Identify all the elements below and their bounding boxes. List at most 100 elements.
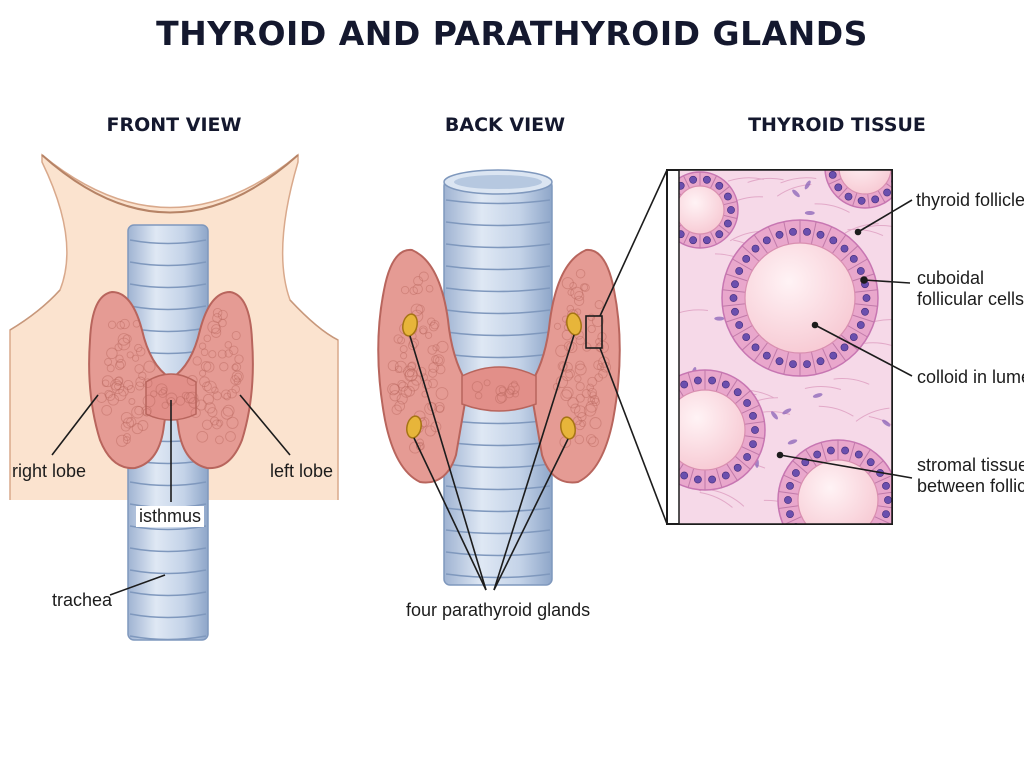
follicular-cell-nucleus [882, 510, 890, 518]
trachea-ring [129, 261, 207, 267]
follicular-cell-nucleus [862, 294, 871, 302]
gland-lobule [199, 376, 210, 388]
gland-lobule [222, 404, 235, 417]
stromal-cell [812, 393, 823, 398]
cell-border [709, 231, 717, 245]
gland-lobule [216, 419, 224, 427]
gland-lobule [158, 389, 168, 398]
gland-lobule [427, 345, 437, 355]
front-leader-lines [51, 394, 291, 596]
follicular-cell-nucleus [653, 441, 660, 448]
cell-border [683, 231, 691, 245]
gland-lobule [107, 394, 120, 406]
follicular-cell-nucleus [789, 360, 797, 368]
gland-lobule [567, 397, 579, 409]
gland-lobule [387, 382, 400, 396]
gland-lobule [212, 307, 223, 318]
gland-lobule [593, 360, 603, 370]
gland-lobule [434, 401, 445, 413]
stromal-cell [782, 408, 792, 415]
gland-lobule [407, 361, 417, 371]
gland-lobule [504, 388, 515, 399]
parathyroid-gland-upper-right [402, 313, 418, 337]
cell-border [886, 145, 897, 153]
front-left-lobe [170, 290, 254, 470]
trachea-ring [129, 569, 207, 575]
follicular-cell-nucleus [703, 236, 711, 245]
gland-lobule [101, 375, 114, 388]
gland-lobule [211, 386, 219, 394]
gland-lobule [397, 379, 406, 389]
gland-lobule [555, 344, 568, 358]
follicular-cell-nucleus [721, 380, 730, 389]
cell-border [852, 192, 858, 207]
stromal-cell [771, 411, 778, 420]
gland-lobule [435, 404, 445, 414]
gland-lobule [575, 381, 585, 391]
gland-lobule [200, 348, 209, 357]
back-leader-lines [409, 334, 575, 591]
gland-lobule [210, 416, 219, 426]
gland-lobule [203, 361, 215, 373]
stromal-fiber [843, 223, 879, 235]
cell-border [778, 505, 799, 509]
gland-lobule [418, 325, 428, 335]
cell-border [650, 447, 668, 455]
gland-lobule [232, 362, 242, 372]
label-thyroid-follicle: thyroid follicle [916, 190, 1024, 210]
trachea-ring [129, 613, 207, 619]
follicular-cell-nucleus [883, 188, 891, 197]
follicular-cell-nucleus [743, 453, 751, 461]
gland-lobule [511, 390, 520, 398]
gland-lobule [573, 416, 582, 426]
follicular-cell-nucleus [866, 458, 875, 467]
gland-lobule [566, 304, 575, 313]
follicular-cell-nucleus [857, 196, 866, 205]
parathyroid-gland-lower-right [406, 415, 422, 439]
gland-lobule [190, 407, 201, 419]
cell-border [874, 474, 892, 484]
gland-lobule [425, 331, 433, 339]
gland-lobule [400, 352, 408, 360]
follicular-cell-nucleus [849, 333, 858, 341]
gland-lobule [575, 360, 585, 371]
gland-lobule [404, 385, 415, 397]
colloid-lumen [744, 242, 856, 354]
stromal-fiber [679, 309, 708, 316]
cell-border [723, 201, 738, 206]
gland-lobule [432, 344, 440, 352]
gland-lobule [428, 362, 439, 373]
thyroid-follicle [679, 171, 739, 249]
gland-lobule [594, 300, 604, 310]
gland-lobule [143, 360, 156, 373]
gland-lobule [565, 368, 575, 379]
cell-border [687, 372, 695, 392]
follicular-cell-nucleus [802, 534, 809, 541]
label-isthmus: isthmus [136, 506, 205, 527]
cell-border [722, 289, 746, 293]
gland-lobule [117, 337, 131, 351]
gland-lobule [419, 327, 427, 335]
gland-lobule [131, 423, 143, 435]
tissue-leader-lines [776, 199, 913, 479]
gland-lobule [220, 407, 234, 420]
trachea-ring [129, 239, 207, 245]
cell-border [679, 388, 684, 397]
gland-lobule [496, 392, 508, 403]
gland-lobule [200, 361, 212, 372]
cell-border [821, 226, 833, 249]
follicular-cell-nucleus [829, 158, 836, 165]
cell-border [877, 491, 892, 495]
gland-lobule [224, 341, 233, 349]
follicular-cell-nucleus [708, 475, 716, 484]
gland-lobule [561, 277, 574, 290]
gland-lobule [389, 390, 401, 402]
gland-lobule [411, 375, 422, 386]
gland-lobule [435, 364, 446, 375]
cell-border [867, 193, 870, 208]
front-right-lobe [88, 290, 172, 470]
gland-lobule [553, 322, 562, 330]
cell-border [854, 303, 878, 307]
gland-lobule [234, 372, 243, 381]
